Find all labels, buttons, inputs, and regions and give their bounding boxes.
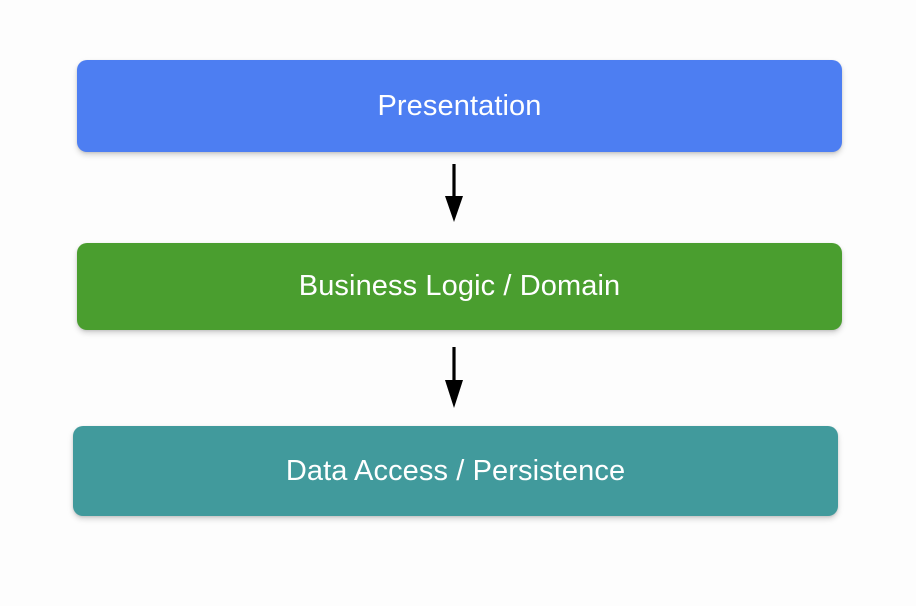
node-business-logic[interactable]: Business Logic / Domain	[77, 243, 842, 330]
node-presentation[interactable]: Presentation	[77, 60, 842, 152]
node-presentation-label: Presentation	[377, 89, 542, 122]
edge-business-to-data	[445, 347, 463, 408]
node-business-logic-label: Business Logic / Domain	[298, 270, 621, 302]
arrowhead-down-icon	[445, 380, 463, 408]
node-data-access-label: Data Access / Persistence	[285, 454, 626, 487]
node-data-access[interactable]: Data Access / Persistence	[73, 426, 838, 516]
arrowhead-down-icon	[445, 196, 463, 222]
edge-presentation-to-business	[445, 164, 463, 222]
